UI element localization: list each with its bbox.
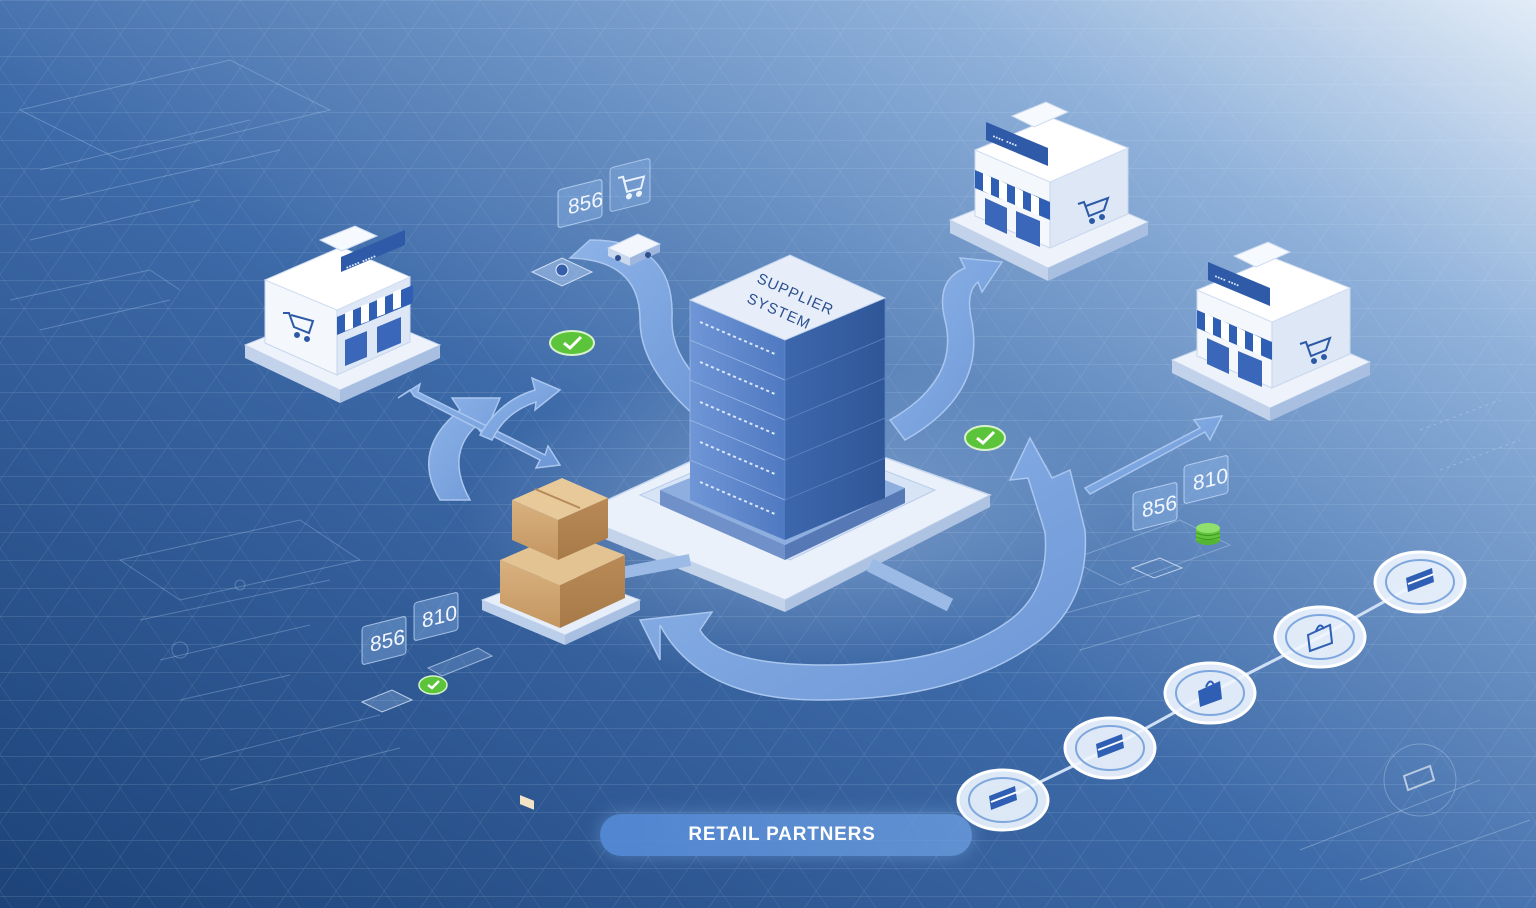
cardboard-box-icon: [480, 478, 642, 810]
timeline-node-4-shopping-bag-icon: [1273, 605, 1367, 669]
store-awning: [1197, 310, 1272, 360]
timeline-node-5-storefront-icon: [1373, 550, 1467, 614]
shopping-cart-icon: [1077, 196, 1110, 224]
storefront-icon-top-right: ▪▪▪▪ ▪▪▪▪: [948, 101, 1150, 281]
doc-tag-810-right: 810: [1183, 455, 1229, 504]
left-up-arrow: [478, 376, 562, 441]
timeline-node-3-shopping-bag-icon: [1163, 661, 1257, 725]
timeline-faded-storefront-icon: [1402, 764, 1436, 792]
checkmark-icon: [964, 425, 1006, 451]
retail-partner-timeline: [956, 550, 1467, 832]
doc-tag-810-left: 810: [413, 592, 459, 641]
top-right-flow-arrow: [888, 257, 1004, 441]
store-awning: [337, 285, 413, 335]
shopping-cart-icon: [1299, 336, 1332, 364]
checkmark-icon: [549, 330, 595, 356]
timeline-node-1-storefront-icon: [956, 768, 1050, 832]
right-straight-arrow: [1083, 415, 1224, 495]
storefront-icon-right: ▪▪▪▪ ▪▪▪▪: [1170, 241, 1372, 421]
globe-hub-icon: [530, 257, 594, 287]
left-double-arrow: [397, 382, 562, 469]
checkmark-icon: [418, 675, 448, 695]
doc-tag-856-left: 856: [361, 616, 407, 665]
retail-partners-banner: RETAIL PARTNERS: [600, 814, 972, 856]
blueprint-decoration-left: [9, 59, 401, 791]
server-rack-units: [689, 297, 886, 540]
timeline-node-2-storefront-icon: [1063, 716, 1157, 780]
document-panel-left: [426, 647, 494, 677]
storefront-icon-left: ▪▪▪▪▪ ▪▪▪▪▪: [243, 225, 442, 403]
shopping-cart-icon: [618, 175, 646, 200]
store-awning: [975, 170, 1050, 220]
delivery-truck-icon: [606, 233, 662, 266]
retail-partners-label: RETAIL PARTNERS: [688, 824, 876, 845]
truck-outline-right: [1130, 557, 1184, 579]
coin-stack-icon: [1195, 523, 1221, 545]
shopping-cart-icon: [283, 312, 315, 342]
bottom-loop-arrow: [638, 436, 1087, 701]
supplier-server: SUPPLIER SYSTEM: [660, 254, 905, 560]
laptop-icon-left: [360, 689, 414, 713]
flow-arrows: [397, 239, 1224, 701]
doc-tag-856-right: 856: [1132, 482, 1178, 531]
doc-tag-856-top: 856: [557, 179, 603, 228]
cart-tag-top: [609, 158, 651, 212]
